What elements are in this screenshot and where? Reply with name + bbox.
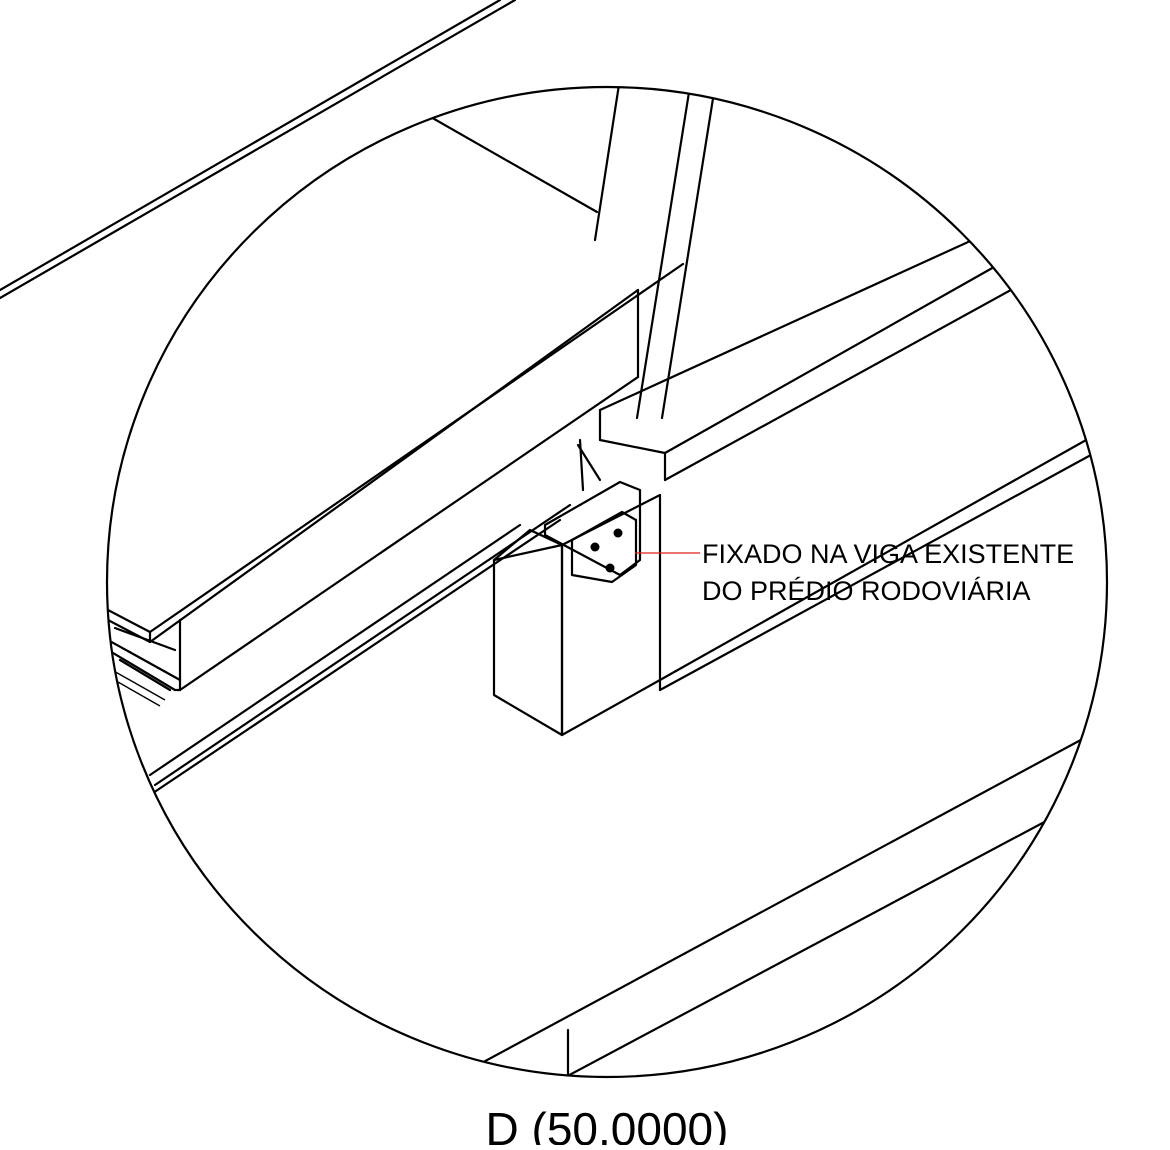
- roof-edge-line: [0, 0, 517, 300]
- connection-plate: [543, 438, 642, 584]
- bolt-icon: [613, 528, 623, 538]
- callout-line-2: DO PRÉDIO RODOVIÁRIA: [702, 576, 1031, 606]
- detail-circle: [105, 85, 1109, 1079]
- lower-long-beams: [148, 433, 1102, 1077]
- detail-title: D (50.0000): [486, 1103, 729, 1145]
- detail-content: [107, 87, 1102, 1077]
- upper-member: [420, 87, 622, 242]
- support-block: [492, 493, 662, 737]
- bolt-icon: [590, 542, 600, 552]
- main-diagonal-beam: [107, 262, 685, 707]
- bolt-icon: [605, 563, 615, 573]
- purlin-right: [598, 230, 1022, 482]
- callout-line-1: FIXADO NA VIGA EXISTENTE: [702, 539, 1074, 569]
- vertical-post: [635, 87, 720, 420]
